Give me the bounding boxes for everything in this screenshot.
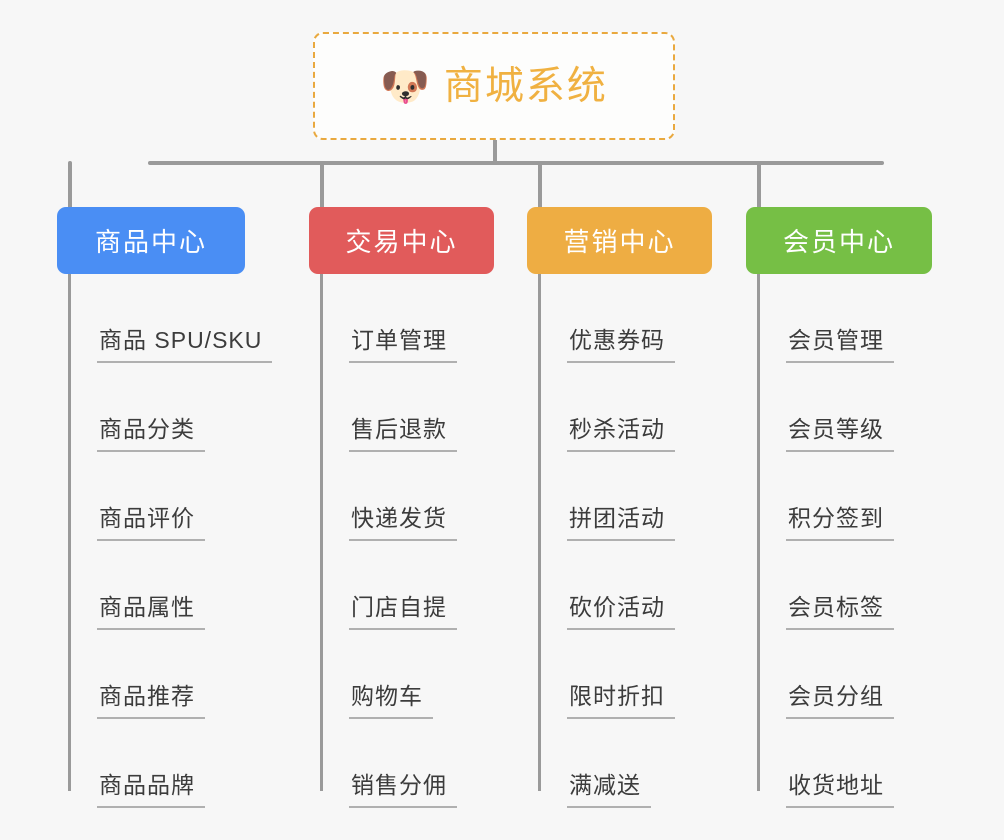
leaf-item[interactable]: 砍价活动 [527,541,712,630]
leaf-item[interactable]: 积分签到 [746,452,932,541]
leaf-item-label: 会员标签 [786,596,894,630]
column-member-center: 会员中心会员管理会员等级积分签到会员标签会员分组收货地址 [746,207,932,808]
category-title: 交易中心 [345,227,458,257]
connector-spine-marketing-center [538,274,541,791]
leaf-item[interactable]: 销售分佣 [309,719,494,808]
leaf-item-label: 快递发货 [349,507,457,541]
category-header-marketing-center[interactable]: 营销中心 [527,207,712,274]
leaf-item[interactable]: 门店自提 [309,541,494,630]
shiba-dog-face-icon: 🐶 [380,65,430,109]
category-title: 商品中心 [94,227,207,257]
leaf-item-label: 拼团活动 [567,507,675,541]
leaf-item-label: 订单管理 [349,329,457,363]
connector-drop-trade-center [320,161,324,209]
leaf-item-label: 会员分组 [786,685,894,719]
connector-drop-product-center [68,161,72,209]
leaf-item[interactable]: 收货地址 [746,719,932,808]
leaf-item[interactable]: 满减送 [527,719,712,808]
root-title: 商城系统 [443,64,608,108]
leaf-item[interactable]: 商品分类 [57,363,245,452]
category-header-member-center[interactable]: 会员中心 [746,207,932,274]
leaf-item[interactable]: 商品属性 [57,541,245,630]
leaf-item[interactable]: 会员标签 [746,541,932,630]
column-product-center: 商品中心商品 SPU/SKU 商品分类商品评价商品属性商品推荐商品品牌 [57,207,273,808]
connector-spine-trade-center [320,274,323,791]
leaf-item-label: 购物车 [349,685,433,719]
leaf-item-label: 门店自提 [349,596,457,630]
leaf-list-trade-center: 订单管理售后退款快递发货门店自提购物车销售分佣 [309,274,494,808]
leaf-item[interactable]: 商品评价 [57,452,245,541]
leaf-item-label: 收货地址 [786,774,894,808]
leaf-item-label: 满减送 [567,774,651,808]
leaf-item[interactable]: 售后退款 [309,363,494,452]
leaf-item-label: 商品推荐 [97,685,205,719]
leaf-item[interactable]: 商品品牌 [57,719,245,808]
leaf-item[interactable]: 快递发货 [309,452,494,541]
category-title: 会员中心 [782,227,895,257]
leaf-list-product-center: 商品 SPU/SKU 商品分类商品评价商品属性商品推荐商品品牌 [57,274,273,808]
column-marketing-center: 营销中心优惠券码秒杀活动拼团活动砍价活动限时折扣满减送 [527,207,712,808]
leaf-item[interactable]: 购物车 [309,630,494,719]
leaf-item[interactable]: 优惠券码 [527,274,712,363]
leaf-item[interactable]: 限时折扣 [527,630,712,719]
leaf-item[interactable]: 会员管理 [746,274,932,363]
connector-root-stem [493,140,497,164]
leaf-item-label: 商品分类 [97,418,205,452]
leaf-item[interactable]: 拼团活动 [527,452,712,541]
leaf-item-label: 商品属性 [97,596,205,630]
leaf-list-member-center: 会员管理会员等级积分签到会员标签会员分组收货地址 [746,274,932,808]
leaf-item-label: 销售分佣 [349,774,457,808]
leaf-list-marketing-center: 优惠券码秒杀活动拼团活动砍价活动限时折扣满减送 [527,274,712,808]
connector-drop-member-center [757,161,761,209]
root-node[interactable]: 🐶 商城系统 [313,32,675,140]
leaf-item[interactable]: 商品推荐 [57,630,245,719]
leaf-item-label: 商品 SPU/SKU [97,329,273,363]
leaf-item-label: 商品品牌 [97,774,205,808]
connector-spine-product-center [68,274,71,791]
column-trade-center: 交易中心订单管理售后退款快递发货门店自提购物车销售分佣 [309,207,494,808]
leaf-item-label: 会员等级 [786,418,894,452]
leaf-item[interactable]: 秒杀活动 [527,363,712,452]
leaf-item-label: 商品评价 [97,507,205,541]
category-header-product-center[interactable]: 商品中心 [57,207,245,274]
leaf-item[interactable]: 订单管理 [309,274,494,363]
leaf-item-label: 积分签到 [786,507,894,541]
leaf-item-label: 限时折扣 [567,685,675,719]
leaf-item-label: 会员管理 [786,329,894,363]
leaf-item[interactable]: 商品 SPU/SKU [57,274,273,363]
category-header-trade-center[interactable]: 交易中心 [309,207,494,274]
leaf-item-label: 优惠券码 [567,329,675,363]
leaf-item-label: 秒杀活动 [567,418,675,452]
connector-spine-member-center [757,274,760,791]
leaf-item-label: 砍价活动 [567,596,675,630]
leaf-item-label: 售后退款 [349,418,457,452]
leaf-item[interactable]: 会员分组 [746,630,932,719]
connector-drop-marketing-center [538,161,542,209]
connector-horizontal-bus [148,161,884,165]
category-title: 营销中心 [563,227,676,257]
leaf-item[interactable]: 会员等级 [746,363,932,452]
